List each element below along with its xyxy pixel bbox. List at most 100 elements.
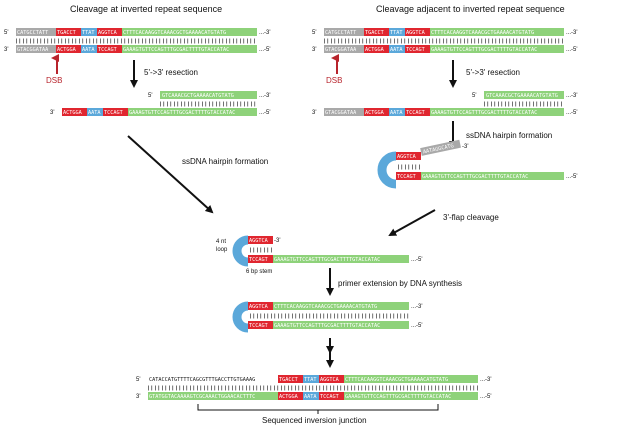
grey-segment [324,45,364,53]
red-segment [396,152,421,160]
right-duplex: 5' 3' CATGCCTATT TGACCT TTAT AGGTCA CTTT… [312,28,577,53]
seq-text: CATGCCTATT [325,30,356,36]
end-dash3: -3' [462,144,468,150]
seq-text: AATA [390,47,403,53]
seq-text: AATA [304,394,317,400]
green-segment [430,108,564,116]
end-5prime: 5' [472,93,476,99]
red-segment [278,375,303,383]
end-dots5: ...-5' [411,323,422,329]
end-dots5: ...-5' [566,110,577,116]
end-dots3: ...-3' [566,30,577,36]
seq-text: TGACCT [279,377,298,383]
green-segment [430,28,564,36]
seq-text: AATA [82,47,95,53]
red-segment [97,45,122,53]
seq-text: AATA [390,110,403,116]
green-segment [421,172,564,180]
stem-label: 6 bp stem [246,269,272,275]
green-segment [148,392,278,400]
hairpin-loop [232,301,249,333]
end-3prime: 3' [312,47,316,53]
end-5prime: 5' [136,377,140,383]
resection-label: 5'->3' resection [466,68,520,77]
flap-label: 3'-flap cleavage [443,213,499,222]
red-segment [248,302,273,310]
seq-text: CTTTCACAAGGTCAAACGCTGAAAACATGTATG [274,304,377,310]
plain-segment [148,375,278,383]
red-segment [248,255,273,263]
seq-text: AGGTCA [98,30,118,36]
seq-text: GTCAAACGCTGAAAACATGTATG [486,93,558,99]
seq-text: ACTGGA [365,110,385,116]
hairpin-label-left: ssDNA hairpin formation [182,157,268,166]
arrow-diagonal [388,209,436,236]
grey-segment [16,28,56,36]
seq-text: ACTGGA [63,110,83,116]
red-segment [62,108,87,116]
red-segment [364,45,389,53]
seq-text: GTCAAACGCTGAAAACATGTATG [162,93,234,99]
left-resected: 5' GTCAAACGCTGAAAACATGTATG ...-3' 3' ACT… [50,91,270,116]
seq-text: AGGTCA [406,30,426,36]
red-segment [56,45,81,53]
seq-text: TGACCT [365,30,384,36]
seq-text: AGGTCA [249,238,269,244]
dsb-label: DSB [326,76,342,85]
end-3prime: 3' [312,110,316,116]
seq-text: AATA [88,110,101,116]
red-segment [319,392,344,400]
seq-text: GAAAGTGTTCCAGTTTGCGACTTTTGTACCATAC [431,110,537,116]
seq-text: GAAAGTGTTCCAGTTTGCGACTTTTGTACCATAC [345,394,451,400]
seq-text: TCCAGT [98,47,117,53]
end-3prime: 3' [4,47,8,53]
seq-text: CATACCATGTTTTCAGCGTTTGACCTTGTGAAAG [149,377,255,383]
end-dots3: ...-3' [259,30,270,36]
blue-segment [303,375,319,383]
seq-text: GTACGGATAA [325,47,357,53]
green-segment [484,91,564,99]
green-segment [128,108,257,116]
grey-segment [324,108,364,116]
blue-segment [389,45,405,53]
end-dots5: ...-5' [480,394,491,400]
red-segment [364,28,389,36]
blue-segment [303,392,319,400]
end-3prime: 3' [136,394,140,400]
seq-text: TTAT [82,30,95,36]
red-segment [405,45,430,53]
seq-text: TTAT [304,377,317,383]
red-segment [56,28,81,36]
red-segment [405,108,430,116]
red-segment [364,108,389,116]
end-dash3: -3' [274,238,280,244]
seq-text: TCCAGT [249,323,268,329]
seq-text: AGGTCA [320,377,340,383]
red-segment [103,108,128,116]
seq-text: AGGTCA [397,154,417,160]
seq-text: TCCAGT [397,174,416,180]
loop-label-line2: loop [216,247,228,253]
green-segment [160,91,257,99]
seq-text: GTATGGTACAAAAGTCGCAAACTGGAACACTTTC [149,394,255,400]
end-5prime: 5' [148,93,152,99]
red-segment [405,28,430,36]
extended-hairpin: AGGTCA CTTTCACAAGGTCAAACGCTGAAAACATGTATG… [232,301,422,333]
end-5prime: 5' [312,30,316,36]
seq-text: GAAAGTGTTCCAGTTTGCGACTTTTGTACCATAC [422,174,528,180]
junction-bracket [197,404,439,411]
blue-segment [87,108,103,116]
red-segment [248,236,273,244]
seq-text: GAAAGTGTTCCAGTTTGCGACTTTTGTACCATAC [274,323,380,329]
green-segment [273,321,409,329]
hairpin-loop [377,151,397,189]
red-segment [278,392,303,400]
seq-text: GTACGGATAA [17,47,49,53]
end-dots5: ...-5' [259,47,270,53]
red-segment [97,28,122,36]
seq-text: GTACGGATAA [325,110,357,116]
red-segment [319,375,344,383]
end-dots5: ...-5' [566,174,577,180]
seq-text: ACTGGA [365,47,385,53]
